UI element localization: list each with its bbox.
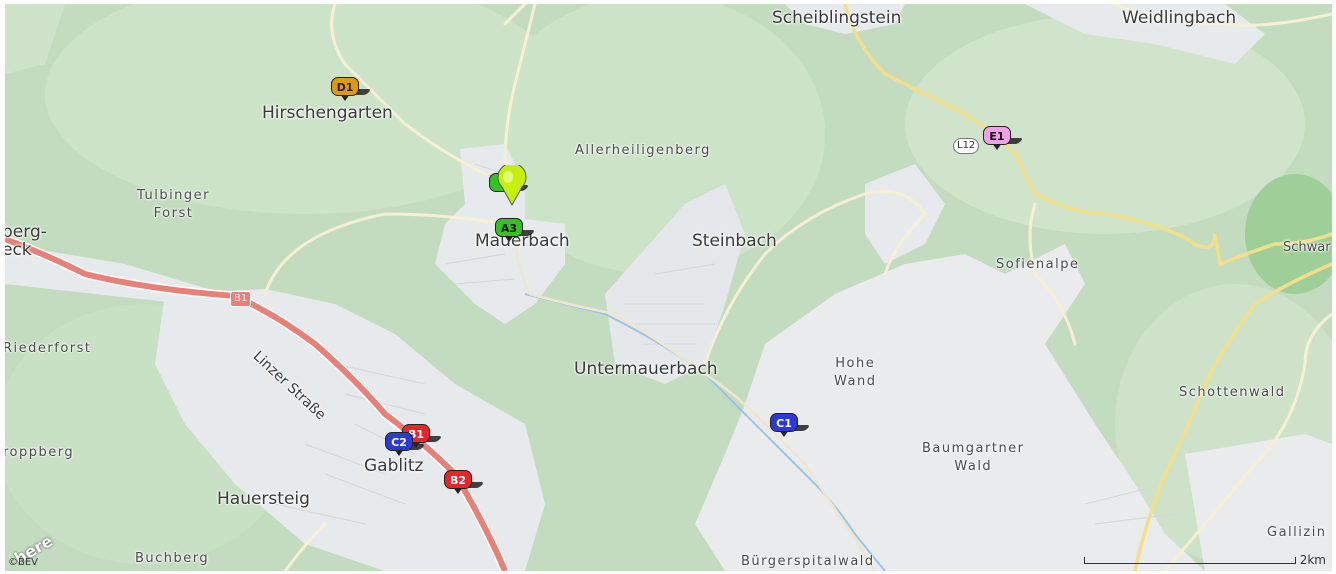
- area-label-allerheiligenberg: Allerheiligenberg: [575, 143, 711, 158]
- area-label-roppberg: roppberg: [5, 445, 75, 460]
- town-label-hauersteig: Hauersteig: [217, 489, 310, 509]
- road-shield-b1: B1: [230, 291, 252, 307]
- marker-B2[interactable]: B2: [444, 470, 485, 496]
- marker-tip: [992, 143, 1002, 150]
- copyright-text: ©BEV: [8, 557, 39, 568]
- marker-C2[interactable]: C2: [385, 432, 426, 458]
- marker-label: D1: [331, 77, 359, 96]
- area-label-buchberg: Buchberg: [135, 551, 210, 566]
- road-shield-l12: L12: [953, 138, 980, 154]
- area-label-buergerspitalwald: Bürgerspitalwald: [741, 554, 875, 569]
- marker-tip: [779, 430, 789, 437]
- marker-label: A3: [495, 218, 523, 237]
- town-label-steinbach: Steinbach: [692, 231, 777, 251]
- area-label-hohe-wand: Hohe Wand: [834, 356, 877, 389]
- town-label-hirschengarten: Hirschengarten: [262, 103, 393, 123]
- town-label-berg-eck: berg- eck: [5, 222, 47, 260]
- marker-C1[interactable]: C1: [770, 413, 811, 439]
- map-canvas[interactable]: Scheiblingstein Weidlingbach Hirschengar…: [5, 4, 1332, 571]
- area-label-sofienalpe: Sofienalpe: [996, 257, 1080, 272]
- marker-label: E1: [983, 126, 1011, 145]
- area-label-gallizin: Gallizin: [1267, 525, 1327, 540]
- area-label-tulbinger-forst: Tulbinger Forst: [137, 188, 211, 221]
- marker-tip: [453, 487, 463, 494]
- town-label-mauerbach: Mauerbach: [475, 231, 570, 251]
- area-label-baumgartner-wald: Baumgartner Wald: [922, 441, 1025, 474]
- scale-bar-line: [1084, 557, 1296, 564]
- marker-label: C1: [770, 413, 798, 432]
- marker-selected[interactable]: [495, 162, 529, 207]
- marker-A3[interactable]: A3: [495, 218, 536, 244]
- marker-tip: [504, 235, 514, 242]
- scale-bar-label: 2km: [1299, 553, 1326, 567]
- marker-D1[interactable]: D1: [331, 77, 372, 103]
- location-pin-icon: [497, 162, 527, 207]
- town-label-weidlingbach: Weidlingbach: [1122, 8, 1237, 28]
- town-label-scheiblingstein: Scheiblingstein: [772, 8, 902, 28]
- area-label-riederforst: Riederforst: [5, 341, 92, 356]
- marker-label: B2: [444, 470, 472, 489]
- area-label-schwar: Schwar: [1283, 240, 1331, 255]
- marker-E1[interactable]: E1: [983, 126, 1024, 152]
- marker-tip: [340, 94, 350, 101]
- map-base: [5, 4, 1332, 571]
- town-label-untermauerbach: Untermauerbach: [574, 359, 718, 379]
- area-label-schottenwald: Schottenwald: [1179, 385, 1286, 400]
- marker-tip: [394, 449, 404, 456]
- scale-bar: 2km: [1076, 553, 1326, 567]
- town-label-gablitz: Gablitz: [364, 456, 424, 476]
- marker-label: C2: [385, 432, 413, 451]
